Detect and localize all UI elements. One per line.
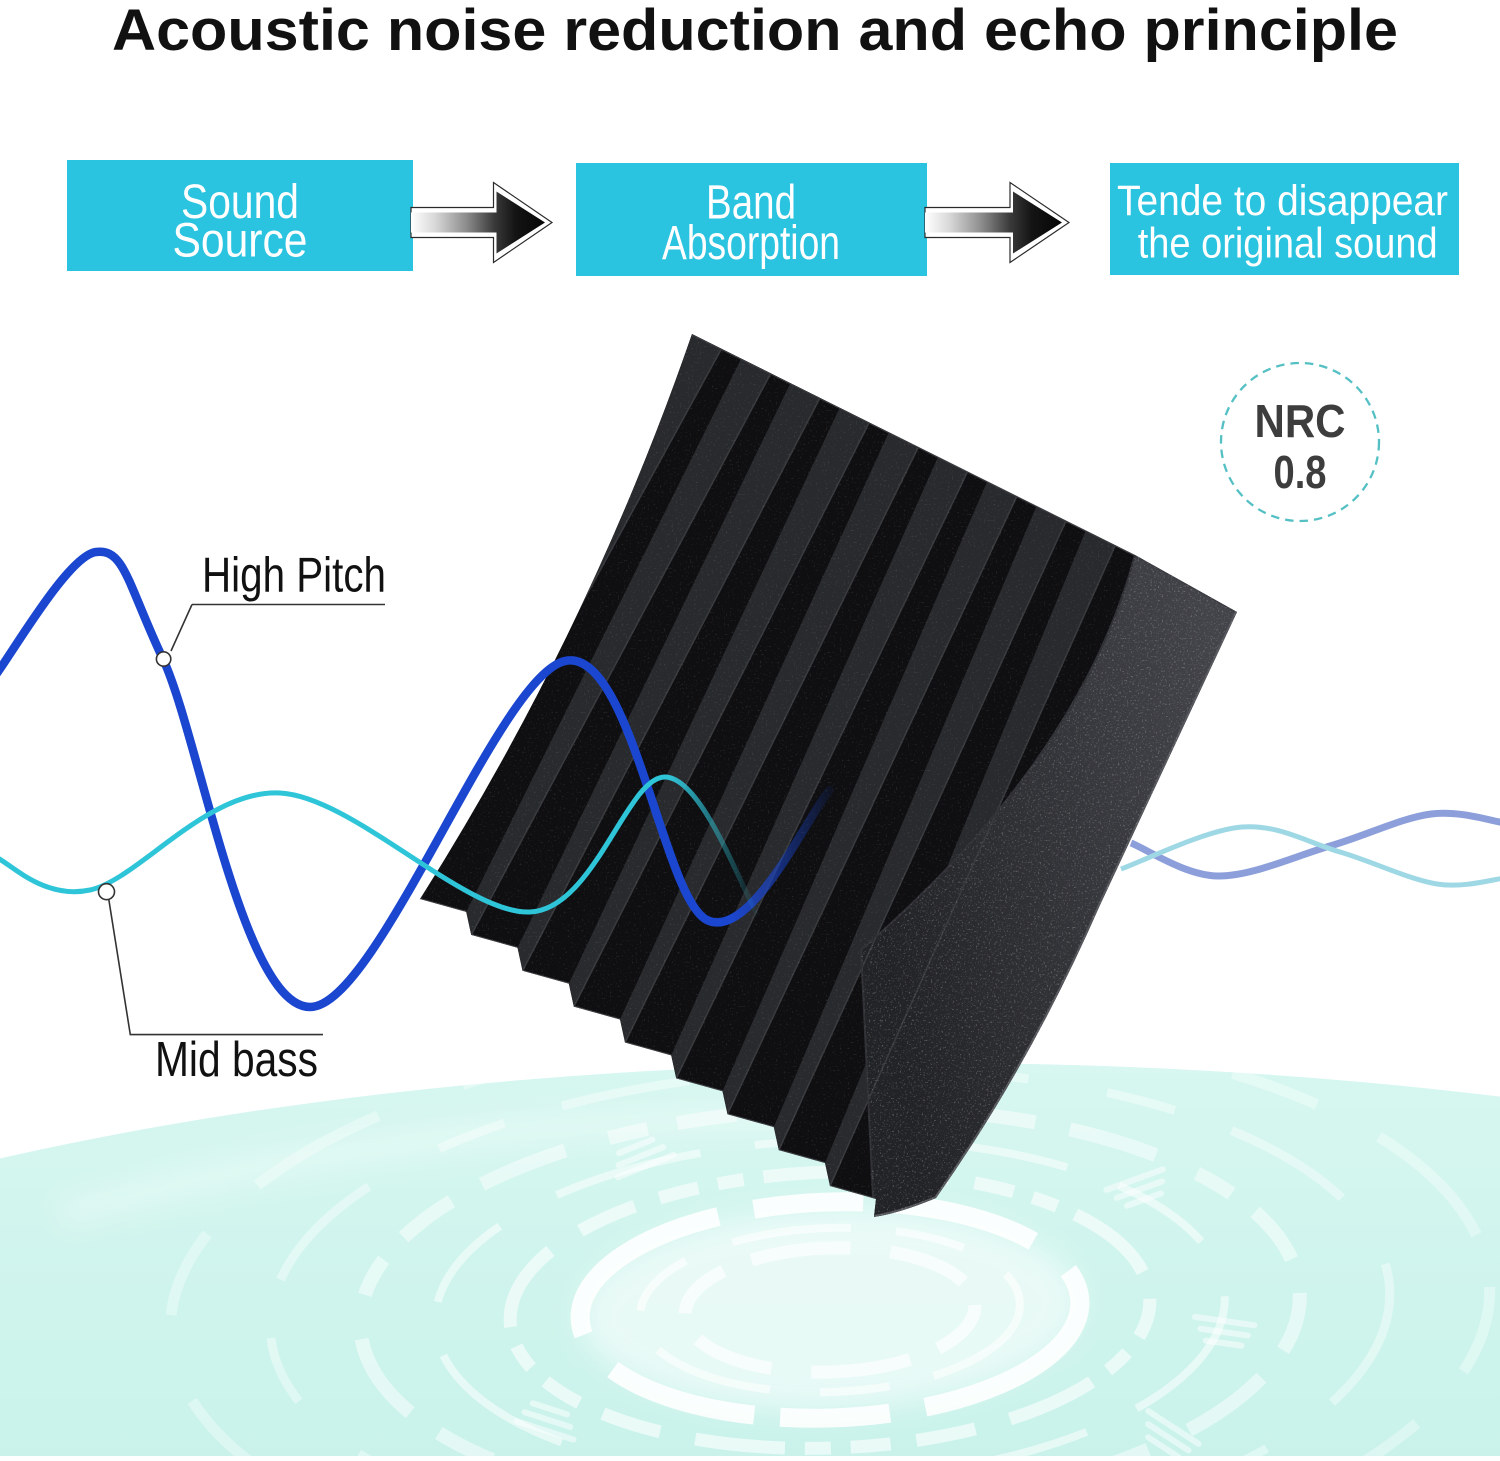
svg-text:Tende to disappear: Tende to disappear — [1117, 177, 1448, 225]
svg-text:Mid bass: Mid bass — [155, 1033, 318, 1087]
svg-text:Acoustic noise reduction and e: Acoustic noise reduction and echo princi… — [112, 0, 1398, 63]
svg-text:Source: Source — [173, 215, 308, 268]
svg-text:the original sound: the original sound — [1138, 219, 1438, 267]
svg-text:High Pitch: High Pitch — [202, 549, 386, 603]
svg-text:NRC: NRC — [1255, 395, 1346, 447]
svg-text:0.8: 0.8 — [1274, 446, 1327, 498]
svg-text:Absorption: Absorption — [662, 217, 840, 270]
